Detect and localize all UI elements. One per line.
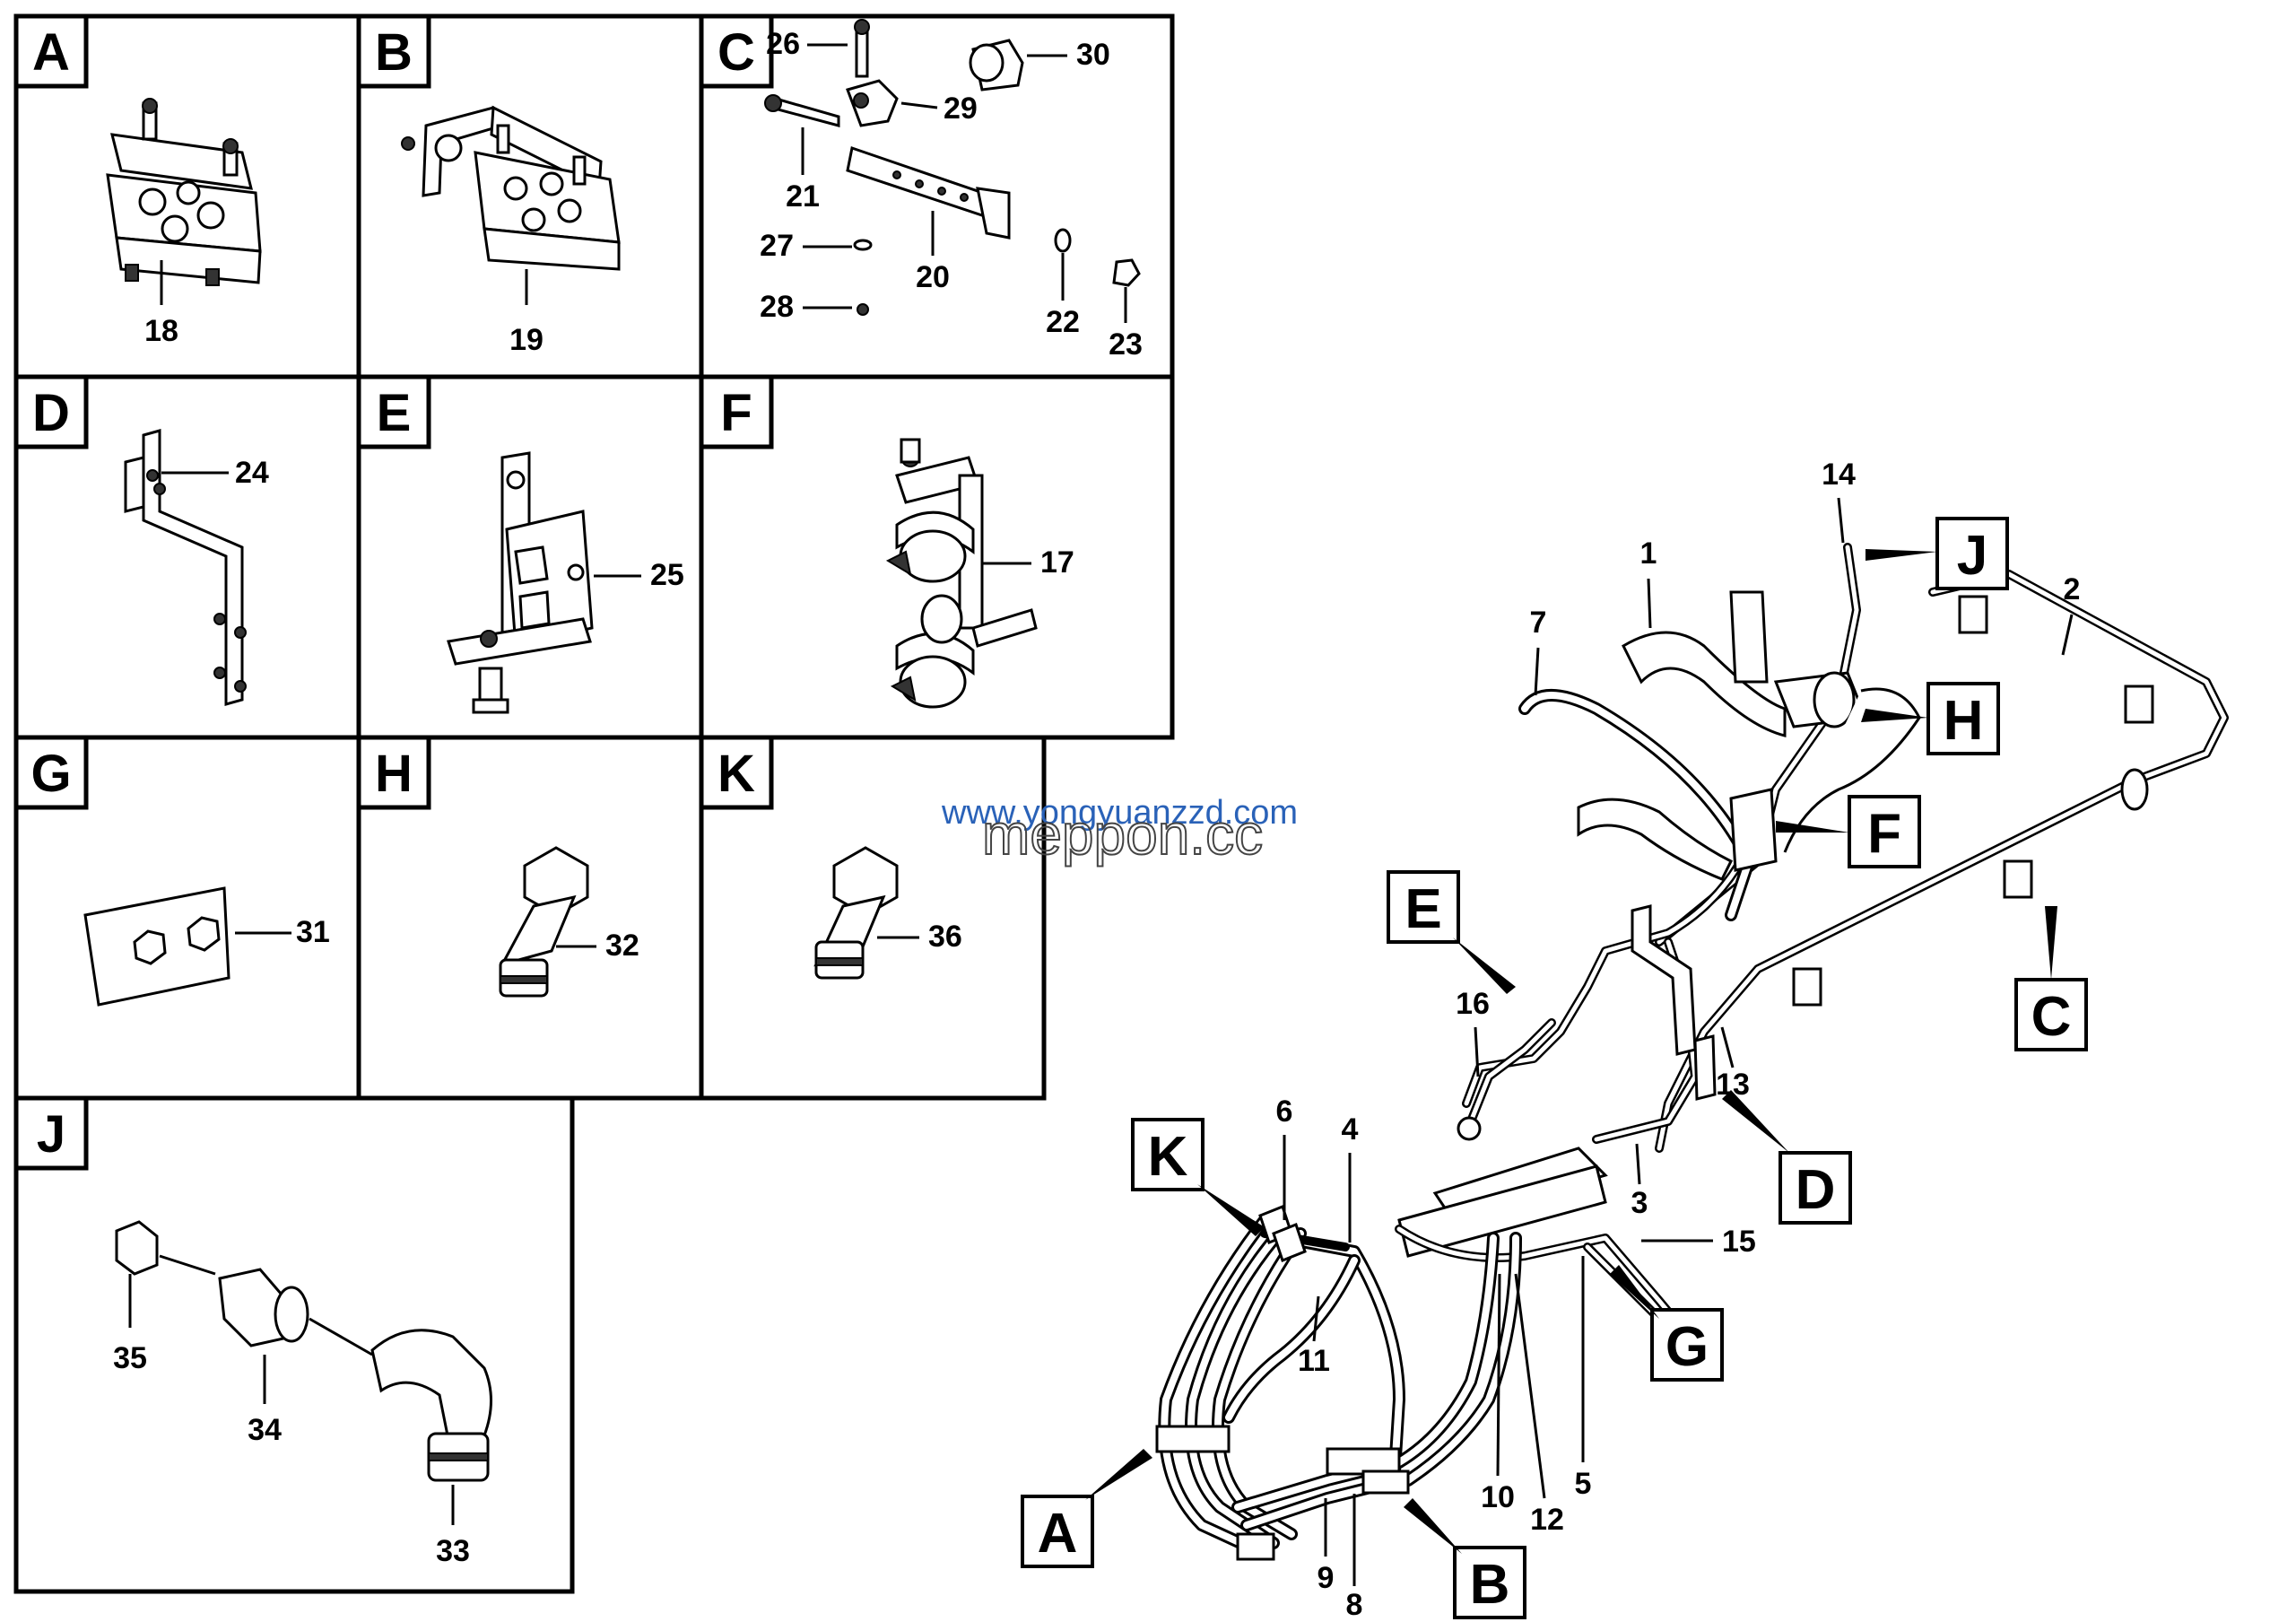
part-number-8: 8 — [1346, 1588, 1363, 1622]
elbow-fitting-32-icon — [499, 846, 589, 998]
bracket-clamp-icon — [401, 105, 621, 271]
part-number-26: 26 — [766, 27, 800, 61]
bracket-assembly-icon — [764, 19, 1141, 316]
adapter-set-icon — [115, 1220, 492, 1482]
part-number-17: 17 — [1040, 545, 1074, 580]
callout-e: E — [1405, 878, 1441, 940]
part-number-5: 5 — [1575, 1467, 1592, 1501]
part-number-20: 20 — [916, 260, 950, 294]
detail-tag-b: B — [375, 23, 413, 82]
detail-tag-e: E — [377, 384, 412, 442]
detail-tags: A B C D E F G H K J — [13, 13, 774, 1171]
part-number-4: 4 — [1342, 1112, 1359, 1147]
detail-tag-f: F — [720, 384, 752, 442]
part-number-9: 9 — [1318, 1561, 1335, 1595]
callout-h: H — [1944, 690, 1984, 752]
detail-tag-a: A — [32, 23, 70, 82]
part-number-28: 28 — [760, 290, 794, 324]
part-number-15: 15 — [1722, 1225, 1756, 1259]
callout-d: D — [1796, 1159, 1836, 1221]
callout-k: K — [1148, 1126, 1188, 1188]
part-number-21: 21 — [786, 179, 820, 214]
callout-j: J — [1957, 525, 1987, 587]
callout-c: C — [2031, 986, 2072, 1048]
part-number-3: 3 — [1631, 1186, 1648, 1220]
part-number-1: 1 — [1640, 536, 1657, 571]
detail-grid — [13, 13, 1175, 1594]
bracket-24-icon — [124, 429, 247, 706]
part-number-33: 33 — [436, 1534, 470, 1568]
part-number-6: 6 — [1276, 1094, 1293, 1129]
part-number-24: 24 — [235, 456, 269, 490]
watermark-url: www.yongyuanzzd.com — [941, 794, 1298, 832]
detail-cell-j — [13, 1095, 575, 1594]
detail-cell-k — [699, 735, 1047, 1101]
part-number-30: 30 — [1076, 38, 1110, 72]
part-number-32: 32 — [605, 929, 639, 963]
part-number-36: 36 — [928, 920, 962, 954]
clamp-half-icon — [83, 886, 230, 1007]
part-number-25: 25 — [650, 558, 684, 592]
callout-b: B — [1470, 1554, 1510, 1616]
hydraulic-line-assembly — [1155, 543, 2229, 1561]
part-number-14: 14 — [1822, 458, 1856, 492]
part-number-34: 34 — [248, 1413, 282, 1447]
part-number-7: 7 — [1530, 606, 1547, 640]
detail-tag-g: G — [30, 745, 71, 803]
callout-f: F — [1867, 803, 1901, 865]
watermark-brand: meppon.cc — [982, 802, 1263, 867]
part-number-11: 11 — [1298, 1344, 1330, 1378]
part-number-12: 12 — [1530, 1503, 1564, 1537]
callout-g: G — [1665, 1316, 1709, 1378]
bracket-block-icon — [447, 451, 594, 714]
assembly-callouts: J H F E C D K G A B — [1021, 517, 2088, 1619]
part-number-23: 23 — [1109, 327, 1143, 362]
detail-tag-k: K — [718, 745, 755, 803]
part-number-27: 27 — [760, 229, 794, 263]
callout-a: A — [1038, 1503, 1078, 1565]
part-number-22: 22 — [1046, 305, 1080, 339]
double-clamp-icon — [885, 438, 1038, 709]
part-number-29: 29 — [944, 92, 978, 126]
elbow-fitting-36-icon — [813, 846, 899, 980]
part-number-31: 31 — [296, 915, 330, 949]
detail-tag-c: C — [718, 23, 755, 82]
detail-tag-d: D — [32, 384, 70, 442]
part-number-10: 10 — [1481, 1480, 1515, 1514]
part-number-19: 19 — [509, 323, 544, 357]
assembly-part-numbers: 14 1 2 7 16 13 6 4 3 15 11 10 12 5 9 8 — [1276, 458, 2081, 1622]
part-number-13: 13 — [1716, 1068, 1750, 1102]
part-number-2: 2 — [2064, 572, 2081, 606]
detail-tag-h: H — [375, 745, 413, 803]
part-number-35: 35 — [113, 1341, 147, 1375]
part-number-16: 16 — [1456, 987, 1490, 1021]
part-number-18: 18 — [144, 314, 178, 348]
clamp-block-icon — [106, 98, 262, 286]
detail-tag-j: J — [37, 1105, 65, 1164]
